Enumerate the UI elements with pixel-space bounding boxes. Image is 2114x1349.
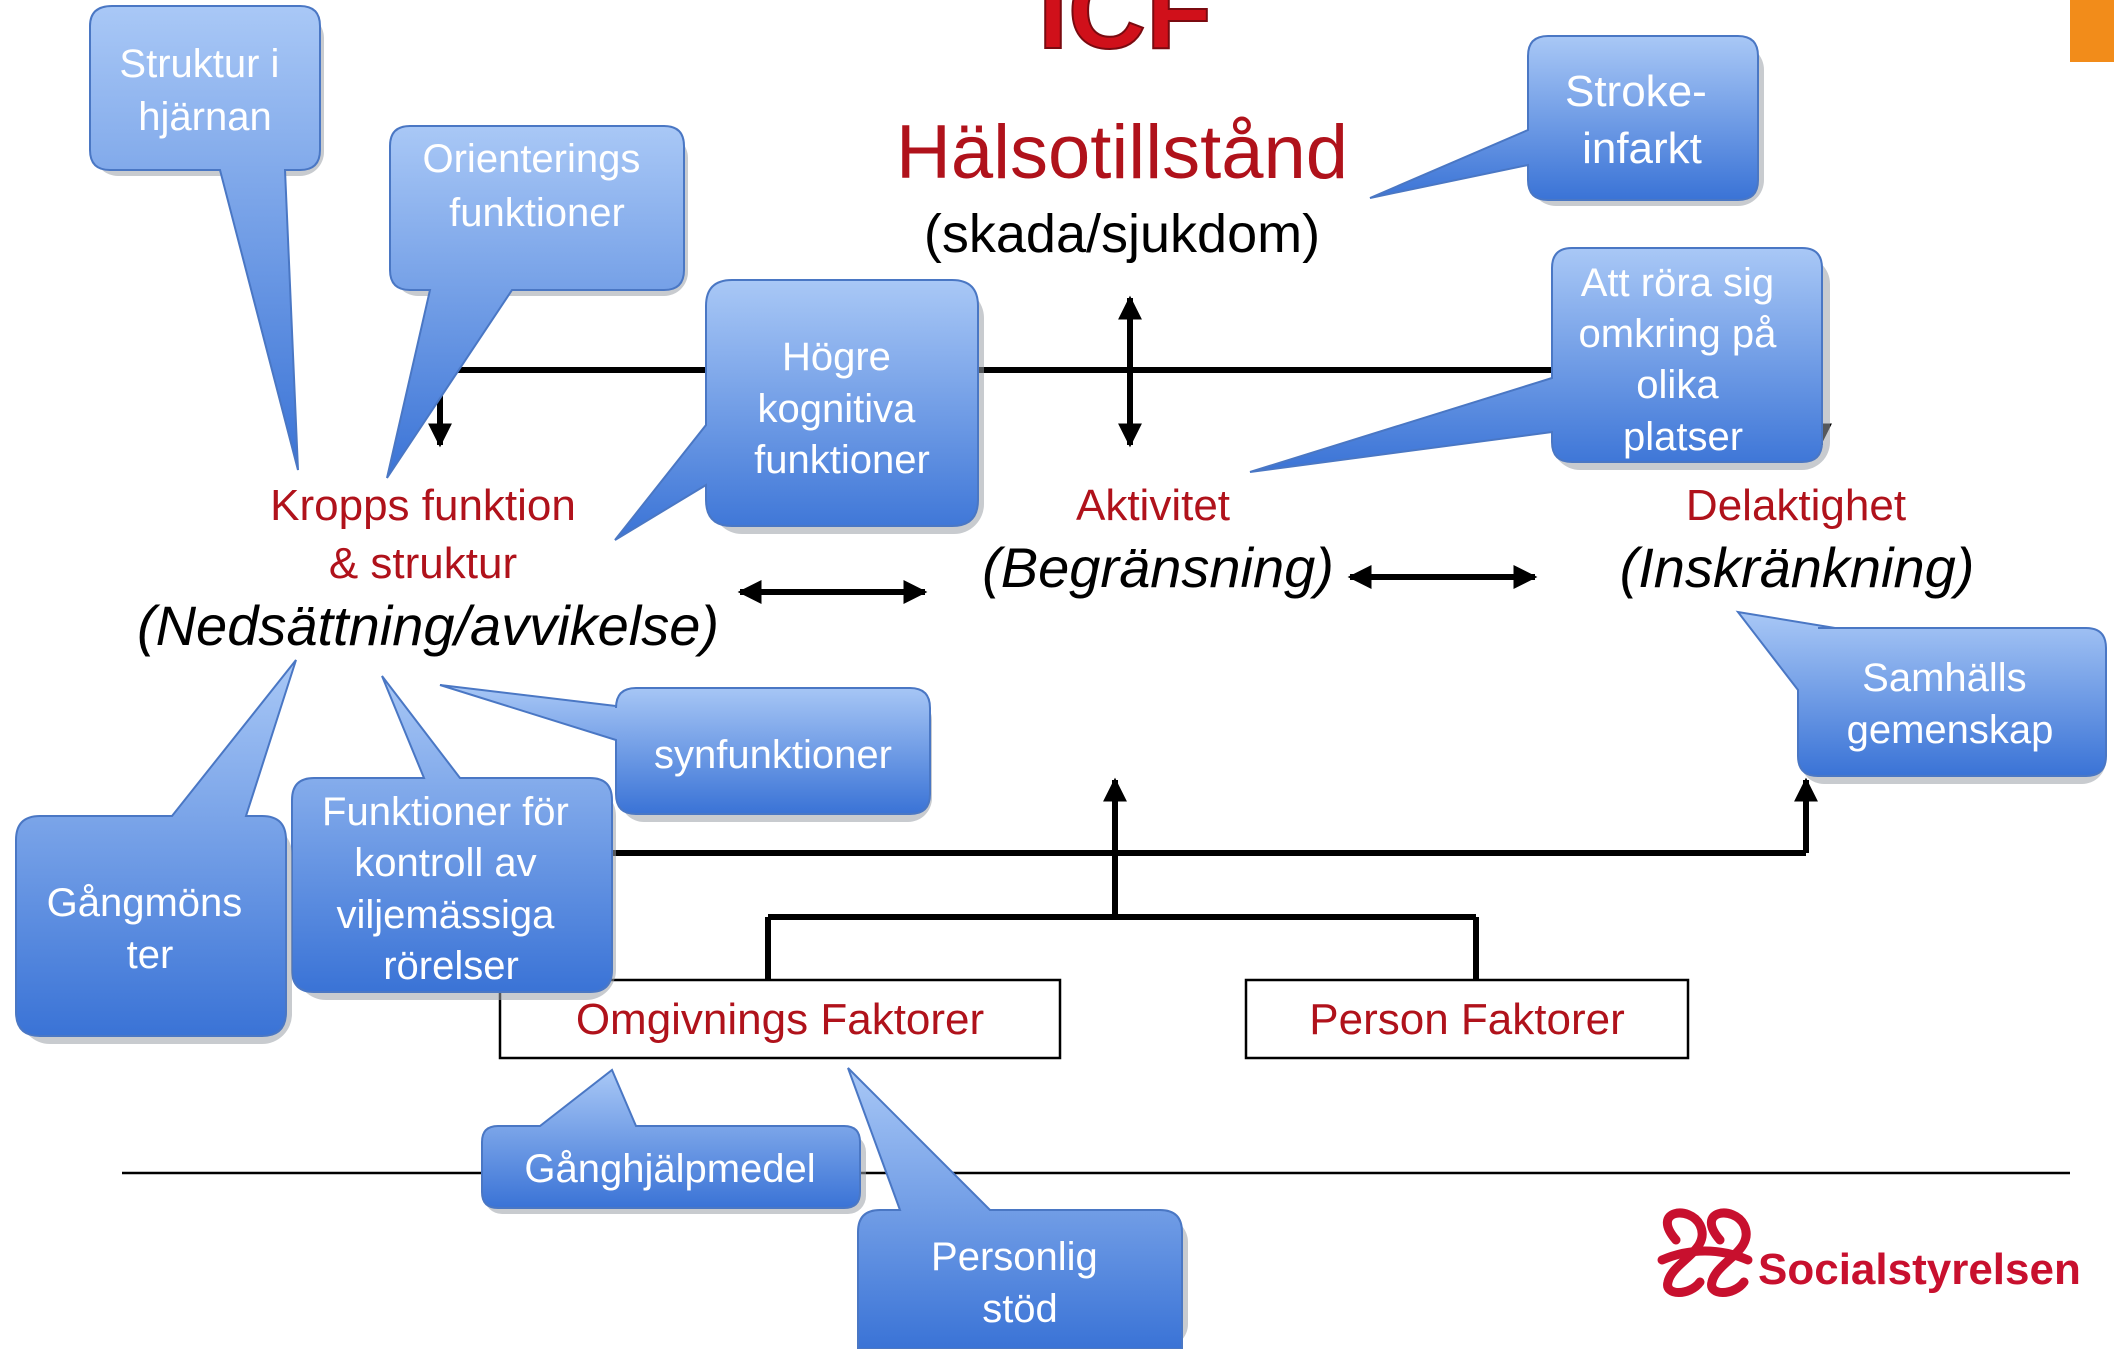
health-subtitle: (skada/sjukdom) <box>924 204 1320 264</box>
callout-brain-structure: Struktur i hjärnan <box>89 5 324 471</box>
callout-higher-cognitive-line3: funktioner <box>754 438 930 482</box>
callout-personal-support: Personlig stöd <box>847 1067 1188 1349</box>
icf-title: ICF <box>1038 0 1212 71</box>
svg-text:Samhälls gemenskap: Samhälls gemenskap <box>1847 656 2054 752</box>
callout-stroke: Stroke- infarkt <box>1369 35 1764 206</box>
participation-qualifier: (Inskränkning) <box>1620 536 1975 599</box>
svg-text:Stroke- infarkt: Stroke- infarkt <box>1565 67 1719 173</box>
callout-community: Samhälls gemenskap <box>1735 610 2107 784</box>
callout-orientation-line2: funktioner <box>449 191 625 235</box>
accent-bar <box>2070 0 2114 62</box>
svg-text:Funktioner för kontroll: Funktioner för kontroll av viljemässiga … <box>322 790 580 988</box>
callout-walking-aid-text: Gånghjälpmedel <box>524 1147 815 1191</box>
callout-brain-structure-line2: hjärnan <box>138 95 271 139</box>
callout-vision-text: synfunktioner <box>654 733 892 777</box>
logo-emblem <box>1657 1208 1753 1297</box>
callout-orientation: Orienterings funktioner <box>386 125 688 479</box>
svg-text:Personlig stöd: Personlig stöd <box>931 1235 1109 1331</box>
svg-text:Struktur i hjärnan: Struktur i hjärnan <box>119 42 290 139</box>
callout-higher-cognitive-line2: kognitiva <box>758 387 917 431</box>
activity-qualifier: (Begränsning) <box>982 536 1334 599</box>
participation-label: Delaktighet <box>1686 481 1906 530</box>
callout-movement-control-line1: Funktioner för <box>322 790 569 834</box>
svg-text:Orienterings funktioner: Orienterings funktioner <box>423 137 652 235</box>
callout-moving-around-line2: omkring på <box>1579 312 1778 356</box>
logo-text: Socialstyrelsen <box>1758 1245 2081 1294</box>
callout-vision: synfunktioner <box>439 684 932 822</box>
health-title: Hälsotillstånd <box>896 110 1348 195</box>
callout-movement-control-line2: kontroll av <box>354 841 536 885</box>
callout-brain-structure-line1: Struktur i <box>119 42 279 86</box>
callout-movement-control: Funktioner för kontroll av viljemässiga … <box>291 675 616 1000</box>
callout-walking-aid: Gånghjälpmedel <box>481 1068 866 1214</box>
body-function-line1: Kropps funktion <box>270 481 576 530</box>
callout-moving-around-line1: Att röra sig <box>1581 261 1774 305</box>
callout-gait-line2: ter <box>127 933 174 977</box>
callout-stroke-line2: infarkt <box>1582 124 1702 173</box>
callout-personal-support-line2: stöd <box>982 1287 1058 1331</box>
body-function-line2: & struktur <box>329 539 517 588</box>
callout-orientation-line1: Orienterings <box>423 137 641 181</box>
callout-moving-around: Att röra sig omkring på olika platser <box>1249 247 1830 473</box>
callout-gait-line1: Gångmöns <box>47 881 243 925</box>
personal-factors-box <box>1244 978 1690 1060</box>
callout-higher-cognitive: Högre kognitiva funktioner <box>614 279 984 541</box>
callout-community-line2: gemenskap <box>1847 708 2054 752</box>
callout-moving-around-line4: platser <box>1623 415 1743 459</box>
environmental-factors-label: Omgivnings Faktorer <box>576 995 984 1044</box>
callout-gait: Gångmöns ter <box>15 659 297 1044</box>
callout-personal-support-line1: Personlig <box>931 1235 1098 1279</box>
callout-moving-around-line3: olika <box>1636 363 1719 407</box>
svg-text:Gångmöns ter: Gångmöns ter <box>47 881 254 977</box>
callout-higher-cognitive-line1: Högre <box>782 335 891 379</box>
personal-factors-label: Person Faktorer <box>1309 995 1624 1044</box>
activity-label: Aktivitet <box>1076 481 1230 530</box>
callout-stroke-line1: Stroke- <box>1565 67 1707 116</box>
body-function-qualifier: (Nedsättning/avvikelse) <box>137 594 719 657</box>
socialstyrelsen-logo: Socialstyrelsen <box>1657 1208 2081 1297</box>
callout-community-line1: Samhälls <box>1862 656 2027 700</box>
callout-movement-control-line3: viljemässiga <box>337 893 556 937</box>
svg-text:Högre kognitiva fu: Högre kognitiva funktioner <box>754 335 930 482</box>
callout-movement-control-line4: rörelser <box>383 944 519 988</box>
svg-text:Att röra sig omkring på: Att röra sig omkring på olika platser <box>1579 261 1788 459</box>
